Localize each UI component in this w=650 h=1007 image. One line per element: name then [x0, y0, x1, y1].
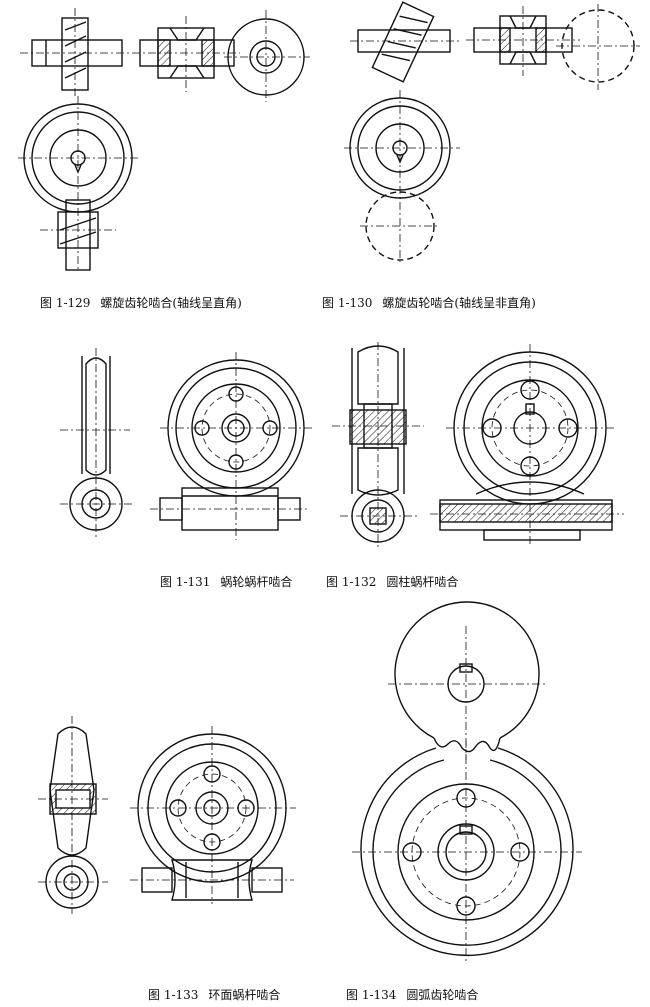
caption-number: 图 1-133: [148, 988, 199, 1002]
fig-1-130-drawing: [344, 1, 640, 262]
fig-1-132-drawing: [332, 342, 624, 550]
fig-1-132-front-view: [430, 344, 624, 546]
caption-number: 图 1-132: [326, 575, 377, 589]
fig-1-131-side-view: [60, 348, 134, 540]
caption-number: 图 1-131: [160, 575, 211, 589]
caption-fig-1-134: 图 1-134 圆弧齿轮啮合: [346, 986, 478, 1003]
caption-title: 环面蜗杆啮合: [208, 988, 281, 1002]
caption-fig-1-131: 图 1-131 蜗轮蜗杆啮合: [160, 573, 292, 590]
caption-number: 图 1-129: [40, 296, 91, 310]
fig-1-129-section-view: [132, 16, 240, 92]
caption-title: 螺旋齿轮啮合(轴线呈直角): [100, 296, 242, 310]
caption-title: 圆柱蜗杆啮合: [386, 575, 459, 589]
fig-1-133-side-view: [38, 716, 108, 914]
fig-1-129-drawing: [18, 8, 310, 271]
caption-fig-1-132: 图 1-132 圆柱蜗杆啮合: [326, 573, 458, 590]
caption-number: 图 1-134: [346, 988, 397, 1002]
fig-1-129-side-view: [20, 8, 130, 98]
fig-1-132-side-view: [332, 342, 424, 550]
fig-1-133-drawing: [38, 716, 296, 914]
fig-1-134-upper-gear: [388, 601, 546, 760]
fig-1-130-side-view: [350, 1, 460, 83]
caption-title: 螺旋齿轮啮合(轴线呈非直角): [382, 296, 536, 310]
fig-1-134-lower-gear: [352, 740, 582, 964]
fig-1-130-dashed-circle: [556, 4, 640, 90]
fig-1-134-drawing: [352, 601, 582, 964]
fig-1-133-front-view: [130, 726, 296, 904]
caption-number: 图 1-130: [322, 296, 373, 310]
fig-1-131-front-view: [150, 352, 312, 540]
fig-1-130-lower-view: [344, 90, 460, 262]
fig-1-129-front-view: [224, 10, 310, 102]
caption-title: 圆弧齿轮啮合: [406, 988, 479, 1002]
caption-fig-1-129: 图 1-129 螺旋齿轮啮合(轴线呈直角): [40, 294, 242, 311]
caption-title: 蜗轮蜗杆啮合: [220, 575, 293, 589]
caption-fig-1-133: 图 1-133 环面蜗杆啮合: [148, 986, 280, 1003]
caption-fig-1-130: 图 1-130 螺旋齿轮啮合(轴线呈非直角): [322, 294, 536, 311]
fig-1-129-lower-view: [18, 96, 140, 271]
fig-1-130-section-view: [466, 6, 580, 76]
fig-1-131-drawing: [60, 348, 312, 540]
